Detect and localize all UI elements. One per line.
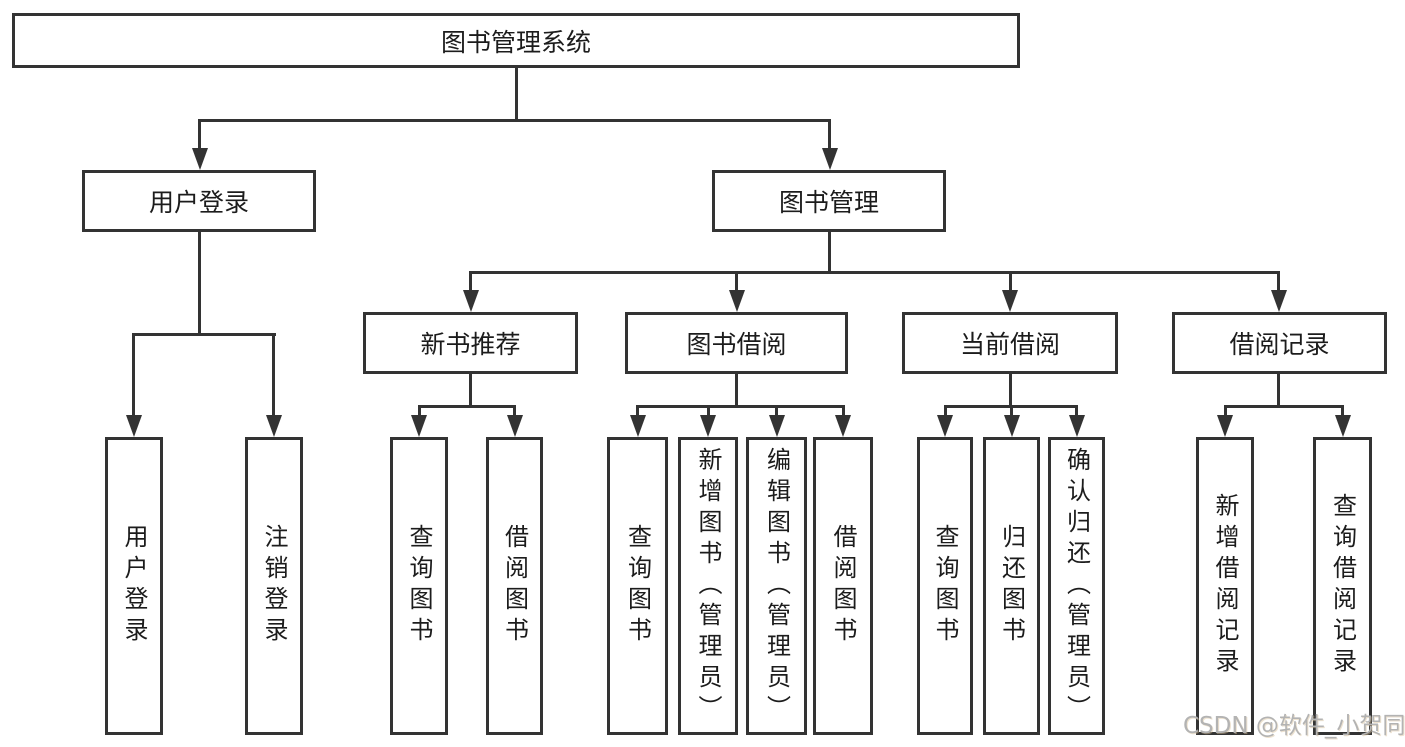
connector-line xyxy=(1010,405,1013,417)
connector-line xyxy=(198,119,831,122)
leaf-query-borrow-record: 查询借阅记录 xyxy=(1313,437,1372,735)
arrow-down-icon xyxy=(507,415,523,437)
leaf-label: 查询图书 xyxy=(405,524,433,648)
watermark: CSDN @软件_小贺同学 xyxy=(1183,713,1405,739)
arrow-down-icon xyxy=(126,415,142,437)
connector-line xyxy=(1009,374,1012,408)
arrow-down-icon xyxy=(937,415,953,437)
leaf-label: 注销登录 xyxy=(260,524,288,648)
leaf-edit-book-admin: 编辑图书（管理员） xyxy=(746,437,807,735)
connector-line xyxy=(1224,405,1227,417)
leaf-label: 借阅图书 xyxy=(829,524,857,648)
node-label: 用户登录 xyxy=(148,188,249,217)
node-library-system: 图书管理系统 xyxy=(12,13,1020,68)
leaf-borrow-books-recommend: 借阅图书 xyxy=(486,437,543,735)
node-user-login: 用户登录 xyxy=(82,170,316,232)
leaf-query-books-borrow: 查询图书 xyxy=(607,437,668,735)
node-current-borrowing: 当前借阅 xyxy=(902,312,1118,374)
arrow-down-icon xyxy=(1335,415,1351,437)
leaf-logout: 注销登录 xyxy=(245,437,303,735)
arrow-down-icon xyxy=(1217,415,1233,437)
connector-line xyxy=(636,405,845,408)
connector-line xyxy=(132,333,135,417)
leaf-confirm-return-admin: 确认归还（管理员） xyxy=(1048,437,1105,735)
arrow-down-icon xyxy=(630,415,646,437)
connector-line xyxy=(707,405,710,417)
node-label: 借阅记录 xyxy=(1229,330,1330,359)
arrow-down-icon xyxy=(411,415,427,437)
leaf-label: 查询借阅记录 xyxy=(1328,493,1357,679)
arrow-down-icon xyxy=(769,415,785,437)
connector-line xyxy=(1277,374,1280,408)
node-label: 当前借阅 xyxy=(959,330,1060,359)
connector-line xyxy=(1009,271,1012,292)
connector-line xyxy=(469,374,472,408)
connector-line xyxy=(1224,405,1344,408)
node-label: 图书管理系统 xyxy=(440,27,591,57)
connector-line xyxy=(198,232,201,336)
arrow-down-icon xyxy=(1004,415,1020,437)
connector-line xyxy=(842,405,845,417)
connector-line xyxy=(418,405,421,417)
arrow-down-icon xyxy=(822,148,838,170)
connector-line xyxy=(469,271,472,292)
leaf-label: 编辑图书（管理员） xyxy=(762,446,791,726)
leaf-borrow-books: 借阅图书 xyxy=(813,437,873,735)
leaf-add-book-admin: 新增图书（管理员） xyxy=(678,437,738,735)
connector-line xyxy=(198,119,201,151)
connector-line xyxy=(1341,405,1344,417)
arrow-down-icon xyxy=(1271,290,1287,312)
connector-line xyxy=(636,405,639,417)
arrow-down-icon xyxy=(835,415,851,437)
node-borrowing-records: 借阅记录 xyxy=(1172,312,1387,374)
connector-line xyxy=(1277,271,1280,292)
arrow-down-icon xyxy=(700,415,716,437)
node-label: 图书管理 xyxy=(778,188,879,217)
leaf-label: 确认归还（管理员） xyxy=(1062,446,1091,726)
connector-line xyxy=(735,374,738,408)
leaf-user-login: 用户登录 xyxy=(105,437,163,735)
connector-line xyxy=(775,405,778,417)
arrow-down-icon xyxy=(192,148,208,170)
connector-line xyxy=(828,232,831,274)
node-label: 新书推荐 xyxy=(420,330,521,359)
node-new-book-recommendation: 新书推荐 xyxy=(363,312,578,374)
leaf-add-borrow-record: 新增借阅记录 xyxy=(1196,437,1254,735)
connector-line xyxy=(944,405,947,417)
leaf-label: 归还图书 xyxy=(997,524,1026,648)
connector-line xyxy=(735,271,738,292)
leaf-label: 新增借阅记录 xyxy=(1211,493,1239,679)
arrow-down-icon xyxy=(1069,415,1085,437)
arrow-down-icon xyxy=(1002,290,1018,312)
connector-line xyxy=(513,405,516,417)
connector-line xyxy=(418,405,516,408)
node-label: 图书借阅 xyxy=(686,330,787,359)
leaf-label: 新增图书（管理员） xyxy=(694,446,722,726)
connector-line xyxy=(272,333,275,417)
connector-line xyxy=(132,333,276,336)
connector-line xyxy=(515,68,518,120)
connector-line xyxy=(1075,405,1078,417)
arrow-down-icon xyxy=(463,290,479,312)
leaf-query-books-current: 查询图书 xyxy=(917,437,973,735)
leaf-label: 查询图书 xyxy=(931,524,959,648)
connector-line xyxy=(469,271,1280,274)
leaf-label: 用户登录 xyxy=(120,524,148,648)
node-book-management: 图书管理 xyxy=(712,170,946,232)
arrow-down-icon xyxy=(266,415,282,437)
arrow-down-icon xyxy=(729,290,745,312)
leaf-label: 借阅图书 xyxy=(500,524,529,648)
connector-line xyxy=(828,119,831,151)
leaf-label: 查询图书 xyxy=(623,524,652,648)
leaf-return-books: 归还图书 xyxy=(983,437,1040,735)
leaf-query-books-recommend: 查询图书 xyxy=(390,437,448,735)
node-book-borrowing: 图书借阅 xyxy=(625,312,848,374)
